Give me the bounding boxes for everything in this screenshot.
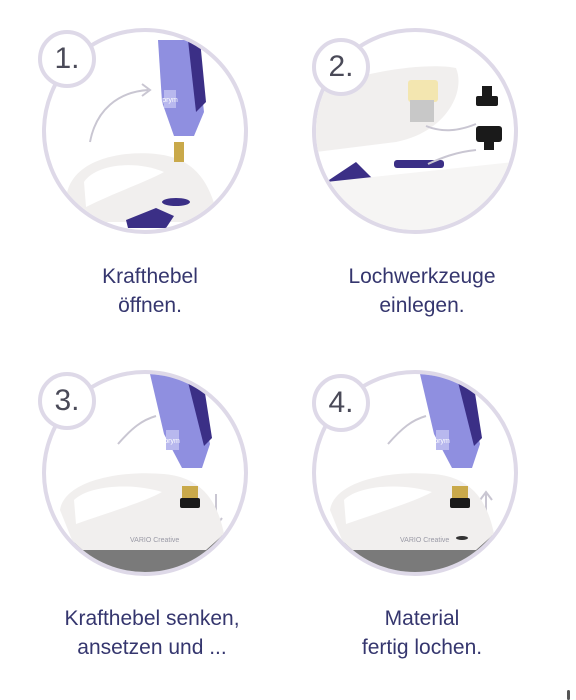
curved-arrow-icon <box>117 415 157 445</box>
step-4-illustration: prym VARIO Creative <box>312 370 518 576</box>
step-number-1: 1. <box>38 30 96 88</box>
brand-mark: prym <box>162 97 178 104</box>
step-3-caption: Krafthebel senken, ansetzen und ... <box>44 604 260 662</box>
curved-arrow-icon <box>427 149 477 165</box>
step-1-caption-line2: öffnen. <box>118 294 182 317</box>
step-4-caption-line2: fertig lochen. <box>361 636 483 659</box>
step-3-caption-line2: ansetzen und ... <box>77 636 227 659</box>
step-4-caption-line1: Material <box>384 607 460 630</box>
product-print: VARIO Creative <box>400 537 449 544</box>
step-number-2: 2. <box>312 38 370 96</box>
step-number-4: 4. <box>312 374 370 432</box>
curved-arrow-icon <box>89 89 149 143</box>
scrollbar[interactable] <box>567 690 570 700</box>
brand-mark: prym <box>434 438 450 445</box>
curved-arrow-icon <box>387 415 427 445</box>
step-2-caption-line1: Lochwerkzeuge <box>348 265 496 288</box>
step-1-caption: Krafthebel öffnen. <box>60 262 240 320</box>
step-2-caption-line2: einlegen. <box>379 294 465 317</box>
step-number-3: 3. <box>38 372 96 430</box>
step-1-illustration: prym <box>42 28 248 234</box>
step-2-caption: Lochwerkzeuge einlegen. <box>322 262 522 320</box>
product-print: VARIO Creative <box>130 537 179 544</box>
brand-mark: prym <box>164 438 180 445</box>
step-3-caption-line1: Krafthebel senken, <box>64 607 240 630</box>
step-4-caption: Material fertig lochen. <box>322 604 522 662</box>
curved-arrow-icon <box>425 123 477 132</box>
step-3-illustration: prym VARIO Creative <box>42 370 248 576</box>
step-1-caption-line1: Krafthebel <box>102 265 198 288</box>
